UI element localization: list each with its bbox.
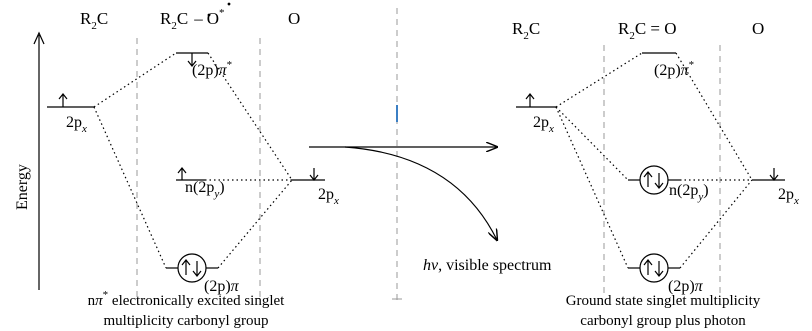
right-caption-line1: Ground state singlet multiplicity xyxy=(566,293,761,309)
right-col-r2c: R2C xyxy=(512,19,540,42)
left-label-o-2px: 2px xyxy=(318,186,339,207)
left-caption-line1: nπ* electronically excited singlet xyxy=(88,289,286,309)
left-col-r2c: R2C xyxy=(80,9,108,32)
left-label-n2py: n(2py) xyxy=(185,179,225,200)
transition: hν, visible spectrum xyxy=(309,8,552,300)
right-col-o: O xyxy=(752,19,764,38)
left-label-c-2px: 2px xyxy=(66,114,87,135)
left-col-o: O xyxy=(288,9,300,28)
right-diagram: R2C R2C = O O (2p)π* 2px n(2py) 2px (2p)… xyxy=(512,19,799,329)
right-caption-line2: carbonyl group plus photon xyxy=(580,313,746,329)
photon-label: hν, visible spectrum xyxy=(423,257,552,274)
radical-dot xyxy=(207,13,211,17)
left-label-pi: (2p)π xyxy=(204,278,240,295)
photon-arrow xyxy=(344,146,497,240)
right-label-pi-star: (2p)π* xyxy=(654,59,694,79)
left-caption-line2: multiplicity carbonyl group xyxy=(104,313,269,329)
left-label-pi-star: (2p)π* xyxy=(192,59,232,79)
right-label-pi: (2p)π xyxy=(668,278,704,295)
radical-dot xyxy=(227,2,231,6)
right-label-c-2px: 2px xyxy=(533,114,554,135)
energy-axis-label: Energy xyxy=(14,164,31,210)
left-diagram: R2C R2C–O* O (2p)π* 2px n(2py) 2px (2p)π xyxy=(47,2,339,329)
right-label-o-2px: 2px xyxy=(778,186,799,207)
energy-axis xyxy=(33,31,45,290)
left-col-r2c-o-radical: R2C–O* xyxy=(160,7,224,32)
right-label-n2py: n(2py) xyxy=(669,182,709,203)
right-col-r2c-o: R2C = O xyxy=(618,19,677,42)
